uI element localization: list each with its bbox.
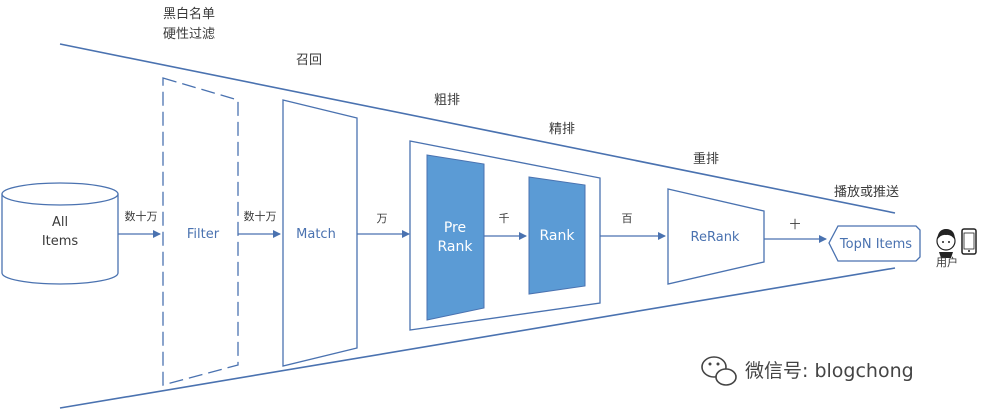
pre-rank-label-line1: Pre: [444, 220, 466, 236]
stage-label-fine-rank: 精排: [549, 122, 575, 137]
edge-label-rerank-to-topn: 十: [790, 217, 801, 231]
all-items-database: All Items: [1, 182, 119, 285]
funnel-bottom-line: [59, 267, 896, 409]
rank-node: Rank: [528, 176, 586, 295]
topn-items-node: TopN Items: [828, 225, 921, 262]
user-label: 用户: [936, 255, 958, 269]
match-label: Match: [296, 227, 336, 242]
match-node: Match: [282, 99, 358, 367]
phone-icon: [961, 228, 977, 255]
watermark-text: 微信号: blogchong: [745, 360, 914, 382]
edge-label-match-to-prerank: 万: [377, 212, 388, 225]
pre-rank-node: Pre Rank: [426, 154, 485, 321]
rerank-label: ReRank: [691, 230, 740, 245]
stage-label-play-push: 播放或推送: [834, 185, 899, 200]
funnel-top-line: [59, 43, 896, 214]
wechat-icon: [701, 356, 737, 386]
topn-items-label: TopN Items: [839, 237, 912, 252]
edge-label-filter-to-match: 数十万: [244, 209, 277, 223]
edge-label-prerank-to-rank: 千: [499, 212, 510, 225]
stage-label-blacklist: 黑白名单: [163, 6, 215, 22]
pre-rank-label-line2: Rank: [438, 239, 474, 255]
edge-label-items-to-filter: 数十万: [125, 209, 158, 223]
user-icon: [936, 229, 956, 258]
stage-label-rerank: 重排: [693, 151, 719, 167]
stage-label-recall: 召回: [296, 53, 322, 68]
stage-label-coarse-rank: 粗排: [434, 93, 460, 108]
all-items-label-line1: All: [52, 215, 68, 230]
filter-label: Filter: [187, 227, 220, 242]
filter-node: Filter: [162, 77, 239, 386]
stage-label-hard-filter: 硬性过滤: [163, 27, 215, 42]
edge-label-rank-to-rerank: 百: [622, 212, 633, 225]
all-items-label-line2: Items: [42, 234, 79, 249]
rerank-node: ReRank: [667, 188, 765, 285]
rank-label: Rank: [540, 228, 576, 244]
